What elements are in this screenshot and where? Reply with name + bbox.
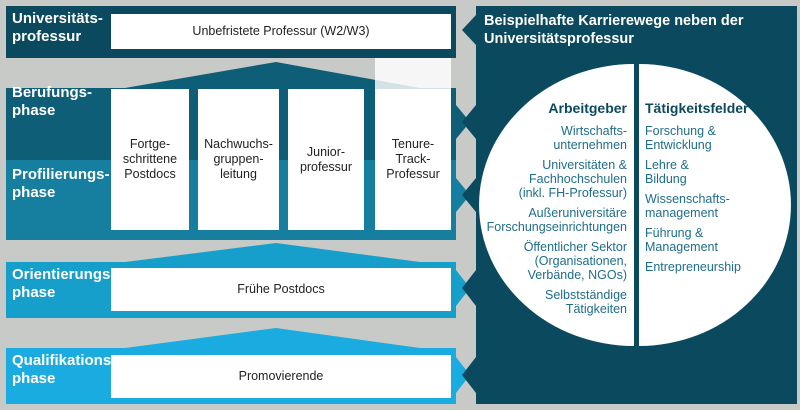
- employers-list: Wirtschafts- unternehmen Universitäten &…: [472, 124, 627, 322]
- field-item: Wissenschafts- management: [645, 192, 730, 220]
- panel-title: Beispielhafte Karrierewege neben der Uni…: [484, 13, 744, 47]
- circle-right-half: [639, 64, 791, 346]
- employer-item: Außeruniversitäre Forschungseinrichtunge…: [486, 206, 627, 234]
- box-unbefristete-professur: Unbefristete Professur (W2/W3): [111, 14, 451, 49]
- fields-list: Forschung & Entwicklung Lehre & Bildung …: [645, 124, 785, 280]
- employer-item: Selbstständige Tätigkeiten: [544, 288, 627, 316]
- field-item: Entrepreneurship: [645, 260, 741, 274]
- phase-label-berufungsphase: Berufungs- phase: [12, 84, 92, 119]
- box-nachwuchsgruppenleitung: Nachwuchs- gruppen- leitung: [198, 89, 279, 230]
- fields-heading: Tätigkeitsfelder: [645, 100, 749, 116]
- box-fortgeschrittene-postdocs: Fortge- schrittene Postdocs: [111, 89, 189, 230]
- phase-label-orientierungsphase: Orientierungs- phase: [12, 266, 116, 301]
- box-promovierende: Promovierende: [111, 355, 451, 398]
- box-juniorprofessur: Junior- professur: [288, 89, 364, 230]
- field-item: Lehre & Bildung: [645, 158, 689, 186]
- tenure-track-overlay: [375, 58, 451, 93]
- employer-item: Öffentlicher Sektor (Organisationen, Ver…: [523, 240, 627, 282]
- employer-item: Universitäten & Fachhochschulen (inkl. F…: [518, 158, 627, 200]
- field-item: Forschung & Entwicklung: [645, 124, 716, 152]
- box-fruehe-postdocs: Frühe Postdocs: [111, 268, 451, 311]
- employers-heading: Arbeitgeber: [548, 100, 627, 116]
- circle-left-half: [479, 64, 634, 346]
- phase-label-universitaetsprofessur: Universitäts- professur: [12, 10, 103, 45]
- field-item: Führung & Management: [645, 226, 718, 254]
- phase-label-qualifikationsphase: Qualifikations- phase: [12, 352, 117, 387]
- phase-label-profilierungsphase: Profilierungs- phase: [12, 166, 110, 201]
- box-tenure-track-professur: Tenure- Track- Professur: [375, 89, 451, 230]
- employer-item: Wirtschafts- unternehmen: [553, 124, 627, 152]
